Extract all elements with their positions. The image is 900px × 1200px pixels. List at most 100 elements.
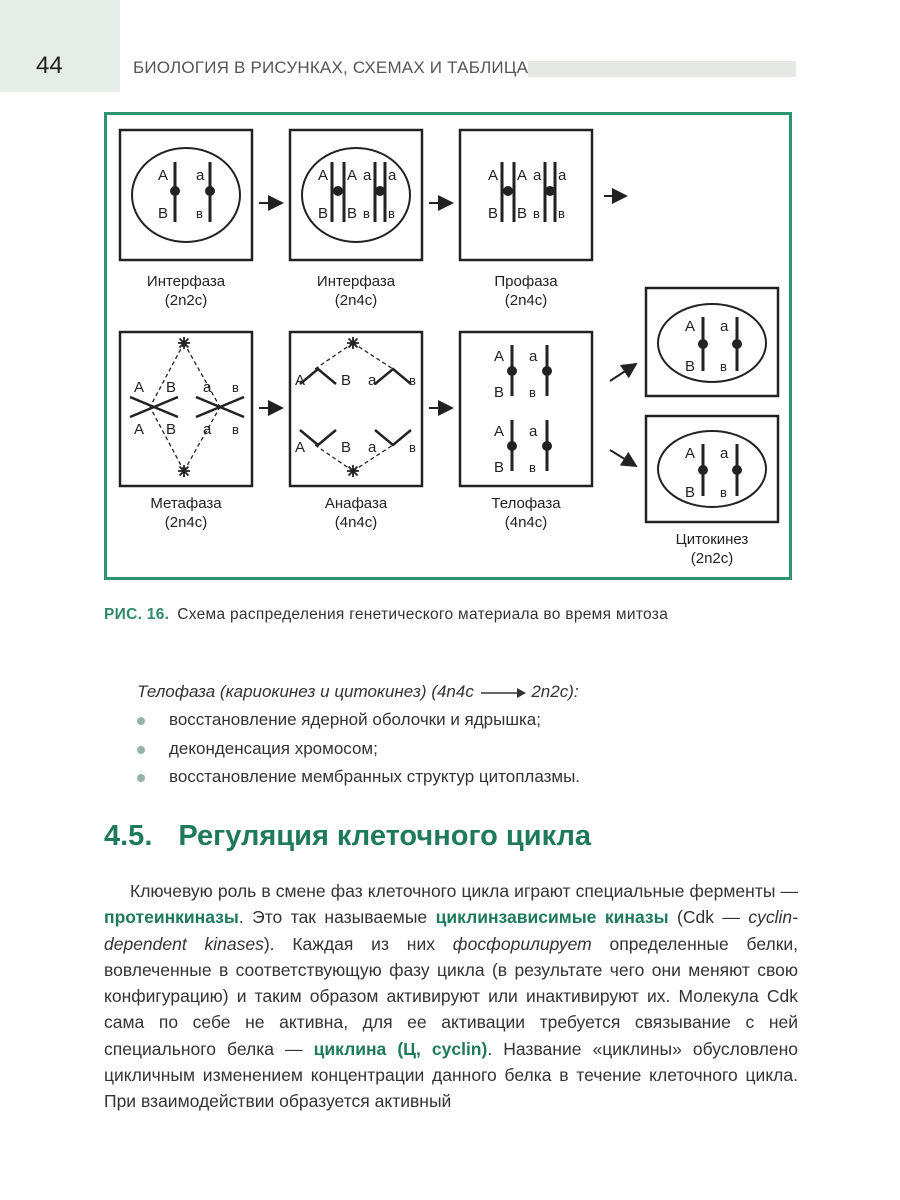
running-title: БИОЛОГИЯ В РИСУНКАХ, СХЕМАХ И ТАБЛИЦАХ [133,58,540,77]
stage-name: Интерфаза [146,273,226,290]
section-heading: 4.5. Регуляция клеточного цикла [104,820,591,853]
label-interphase-1: Интерфаза (2n2c) [126,272,246,310]
svg-text:a: a [558,167,567,184]
svg-text:a: a [533,167,542,184]
bullet-icon [137,774,145,782]
svg-text:в: в [363,206,370,221]
stage-name: Цитокинез [675,531,749,548]
svg-text:a: a [529,423,538,440]
stage-formula: (2n4c) [334,292,378,309]
figure-caption: РИС. 16.Схема распределения генетическог… [104,606,668,624]
stage-name: Интерфаза [316,273,396,290]
cell-interphase-2n4c: AB AB aв aв [288,128,424,262]
text-run: (Cdk — [668,907,749,928]
svg-text:A: A [347,167,357,184]
svg-text:a: a [368,372,377,389]
svg-text:a: a [363,167,372,184]
label-telophase: Телофаза (4n4c) [466,494,586,532]
svg-text:a: a [529,348,538,365]
text-run: ). Каждая из них [263,933,453,954]
svg-text:A: A [295,439,305,456]
right-arrow-icon [480,687,526,698]
label-prophase: Профаза (2n4c) [466,272,586,310]
term-cyclin: циклина (Ц, cyclin) [313,1038,488,1059]
svg-text:в: в [409,373,416,388]
body-paragraph: Ключевую роль в смене фаз клеточного цик… [104,878,798,1115]
svg-text:в: в [388,206,395,221]
svg-text:B: B [488,205,498,222]
list-item: восстановление мембранных структур цитоп… [137,763,580,792]
svg-text:A: A [134,379,144,396]
cell-cytokinesis-1: A B a в [644,286,780,398]
stage-name: Анафаза [324,495,388,512]
svg-text:a: a [720,445,729,462]
svg-text:a: a [203,379,212,396]
term-english: cyclin-dependent kinases [104,907,798,954]
svg-text:B: B [341,372,351,389]
svg-text:в: в [232,380,239,395]
term-proteinkinases: протеинкиназы [104,907,239,928]
svg-text:в: в [533,206,540,221]
telophase-heading: Телофаза (кариокинез и цитокинез) (4n4c … [137,682,579,702]
list-item-text: восстановление ядерной оболочки и ядрышк… [169,710,541,729]
svg-text:B: B [685,358,695,375]
svg-text:в: в [529,385,536,400]
telophase-list: восстановление ядерной оболочки и ядрышк… [137,706,580,792]
term-cdk: циклинзависимые киназы [435,907,669,928]
svg-text:в: в [720,485,727,500]
svg-text:A: A [488,167,498,184]
svg-text:B: B [166,379,176,396]
label-cytokinesis: Цитокинез (2n2c) [652,530,772,568]
stage-name: Профаза [494,273,558,290]
svg-text:A: A [134,421,144,438]
cell-telophase: AB aв AB aв [458,330,594,488]
cell-cytokinesis-2: A B a в [644,414,780,524]
stage-name: Метафаза [150,495,222,512]
stage-formula: (2n4c) [504,292,548,309]
svg-text:B: B [685,484,695,501]
svg-text:A: A [494,348,504,365]
list-item: восстановление ядерной оболочки и ядрышк… [137,706,580,735]
stage-formula: (2n2c) [690,550,734,567]
svg-text:B: B [341,439,351,456]
telophase-heading-end: 2n2c): [531,682,579,701]
stage-formula: (2n2c) [164,292,208,309]
svg-text:a: a [720,318,729,335]
section-number: 4.5. [104,820,153,852]
svg-text:в: в [558,206,565,221]
figure-frame [104,112,792,580]
text-run: определенные белки, вовлеченные в соотве… [104,933,799,1059]
term-phosphorylates: фосфорилирует [452,933,592,954]
svg-text:в: в [720,359,727,374]
svg-text:A: A [685,445,695,462]
page-number: 44 [36,52,63,79]
svg-text:a: a [203,421,212,438]
svg-text:B: B [517,205,527,222]
text-run: . Это так называемые [238,907,436,928]
svg-text:A: A [295,372,305,389]
section-title: Регуляция клеточного цикла [178,820,592,852]
list-item: деконденсация хромосом; [137,735,580,764]
cell-prophase: AB AB aв aв [458,128,594,262]
svg-text:A: A [494,423,504,440]
svg-text:a: a [388,167,397,184]
figure-number: РИС. 16. [104,606,170,623]
svg-text:B: B [494,459,504,476]
svg-text:B: B [318,205,328,222]
list-item-text: деконденсация хромосом; [169,738,378,758]
text-run: . Название «циклины» обусловлено цикличн… [104,1038,798,1112]
label-anaphase: Анафаза (4n4c) [296,494,416,532]
list-item-text: восстановление мембранных структур цитоп… [169,767,581,786]
page-number-box [0,0,120,92]
svg-text:в: в [196,206,203,221]
svg-text:A: A [685,318,695,335]
svg-text:a: a [368,439,377,456]
svg-text:A: A [318,167,328,184]
svg-text:B: B [158,205,168,222]
bullet-icon [137,717,145,725]
svg-text:в: в [232,422,239,437]
mitosis-diagram: A B a в A B A B a в a в A B A B a в a в [118,128,780,524]
stage-formula: (4n4c) [334,514,378,531]
